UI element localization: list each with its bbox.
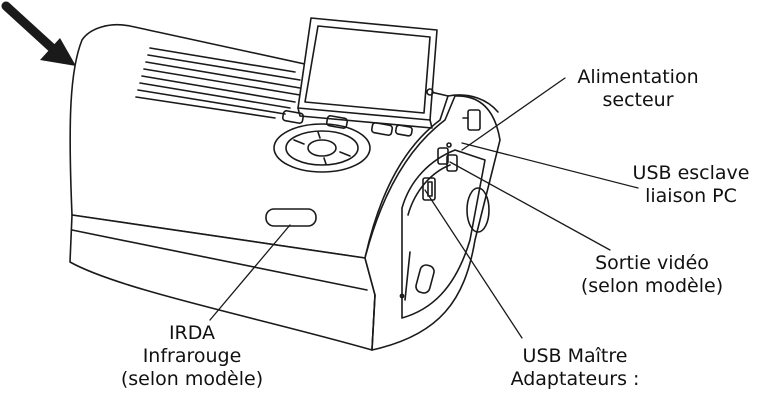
lcd-screen xyxy=(297,17,438,129)
callout-usb-slave-line2: liaison PC xyxy=(645,185,737,207)
callout-irda-line1: IRDA xyxy=(168,322,216,344)
power-connector xyxy=(462,109,481,131)
callout-usb-master: USB Maître Adaptateurs : xyxy=(486,345,664,391)
callout-power: Alimentation secteur xyxy=(563,66,713,112)
callout-usb-master-line2: Adaptateurs : xyxy=(510,368,640,390)
side-ports xyxy=(399,88,458,299)
leader-lines xyxy=(209,77,639,339)
callout-power-line1: Alimentation xyxy=(577,66,699,88)
pointer-arrow-icon xyxy=(1,1,76,66)
callout-video-line2: (selon modèle) xyxy=(580,275,724,297)
callout-usb-slave-line1: USB esclave xyxy=(632,162,750,184)
callout-irda: IRDA Infrarouge (selon modèle) xyxy=(108,322,276,391)
printer-body xyxy=(69,24,501,351)
callout-irda-line2: Infrarouge xyxy=(142,345,242,367)
callout-power-line2: secteur xyxy=(602,89,674,111)
callout-video: Sortie vidéo (selon modèle) xyxy=(568,252,736,298)
callout-irda-line3: (selon modèle) xyxy=(120,368,264,390)
callout-video-line1: Sortie vidéo xyxy=(595,252,709,274)
callout-usb-master-line1: USB Maître xyxy=(522,345,628,367)
navigation-pad xyxy=(273,123,371,173)
function-buttons xyxy=(281,110,413,137)
irda-window xyxy=(265,208,317,227)
callout-usb-slave: USB esclave liaison PC xyxy=(612,162,770,208)
vent-grille xyxy=(135,47,301,119)
